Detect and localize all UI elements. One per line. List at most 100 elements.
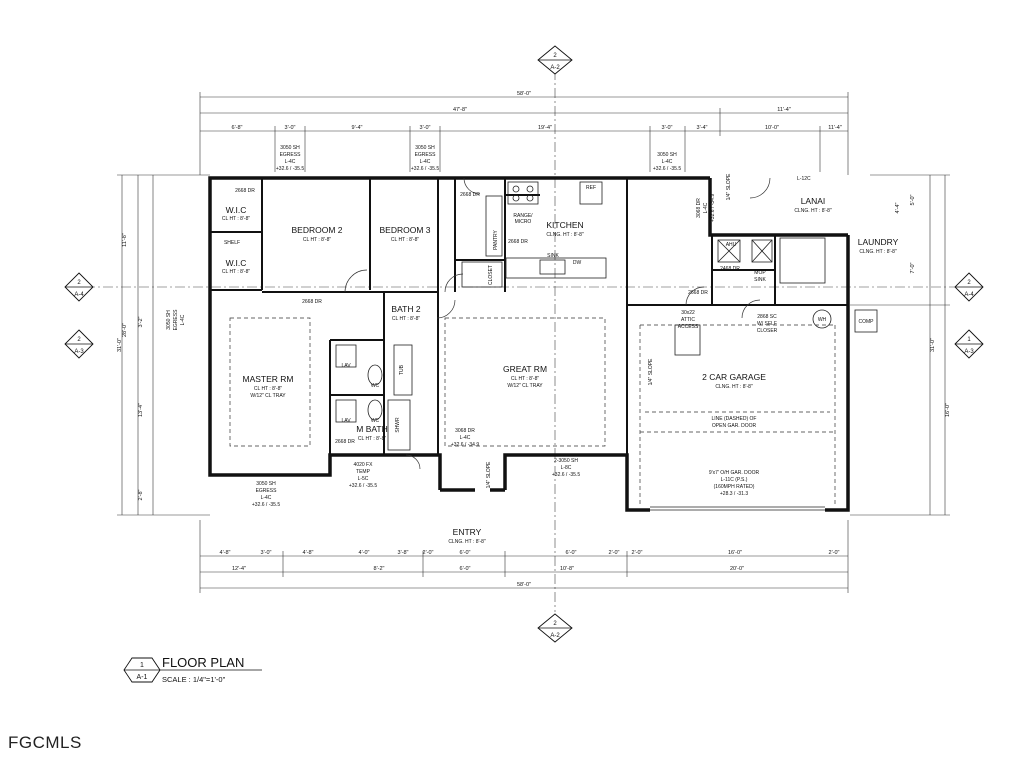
svg-text:L-4C: L-4C (460, 435, 471, 441)
dim-top-row: 19'-4" (538, 125, 552, 131)
tray-ceilings (229, 317, 836, 505)
room-laundry: LAUNDRY (858, 237, 899, 247)
room-garage-note: CLNG. HT : 8'-8" (715, 384, 753, 390)
dim-bottom-row1: 4'-0" (359, 550, 370, 556)
room-bath-2-note: CL HT : 8'-8" (392, 316, 421, 322)
window-tag-great: 2-3050 SH L-8C +32.6 / -35.5 (552, 458, 580, 478)
svg-text:1: 1 (967, 337, 971, 343)
room-wic-1: W.I.C (226, 205, 247, 215)
dim-top-row: 11'-4" (828, 125, 842, 131)
dim-bottom-row1: 4'-8" (220, 550, 231, 556)
dim-bottom-row1: 3'-8" (398, 550, 409, 556)
comp-label: COMP (859, 319, 875, 325)
svg-text:A-4: A-4 (74, 292, 84, 298)
sink-label: SINK (547, 253, 559, 259)
svg-text:A-2: A-2 (550, 65, 560, 71)
wc-label: WC (371, 418, 380, 424)
svg-text:+32.6 / -35.5: +32.6 / -35.5 (411, 166, 439, 172)
svg-text:2: 2 (77, 280, 81, 286)
ref-label: REF (586, 185, 596, 191)
shwr-label: SHWR (395, 417, 401, 433)
section-marker-right-a3: 1 A-3 (954, 329, 984, 359)
svg-text:30x22: 30x22 (681, 310, 695, 316)
drawing-scale: SCALE : 1/4"=1'-0" (162, 675, 226, 684)
dim-top-11: 11'-4" (777, 107, 791, 113)
room-entry-note: CLNG. HT : 8'-8" (448, 539, 486, 545)
dim-bottom-row2: 20'-0" (730, 566, 744, 572)
svg-text:+32.6 / -35.5: +32.6 / -35.5 (349, 483, 377, 489)
door-swings (344, 177, 771, 470)
svg-text:EGRESS: EGRESS (173, 309, 179, 331)
dim-bottom-row1: 3'-0" (261, 550, 272, 556)
dim-right: 7'-0" (910, 262, 916, 273)
dim-bottom-row1: 2'-0" (632, 550, 643, 556)
svg-text:A-3: A-3 (964, 349, 974, 355)
dim-top-row: 3'-0" (662, 125, 673, 131)
svg-text:+32.6 / -34.9: +32.6 / -34.9 (710, 194, 716, 222)
svg-text:L-4C: L-4C (420, 159, 431, 165)
room-bedroom-3: BEDROOM 3 (379, 225, 430, 235)
dim-left: 31'-0" (117, 338, 123, 352)
dim-right: 31'-0" (930, 338, 936, 352)
dim-top-row: 6'-8" (232, 125, 243, 131)
dim-bottom-row1: 4'-8" (303, 550, 314, 556)
dim-overall-bottom: 58'-0" (517, 582, 531, 588)
svg-text:A-4: A-4 (964, 292, 974, 298)
svg-text:EGRESS: EGRESS (256, 488, 278, 494)
misc-labels: RANGE/ MICRO REF SINK DW PANTRY CLOSET S… (224, 173, 874, 488)
dim-overall-top: 58'-0" (517, 91, 531, 97)
room-lanai-note: CLNG. HT : 8'-8" (794, 208, 832, 214)
dim-bottom-row2: 12'-4" (232, 566, 246, 572)
room-bedroom-2-note: CL HT : 8'-8" (303, 237, 332, 243)
garage-entry-door-note: 2868 SC W/ SELF CLOSER (757, 314, 778, 334)
room-entry: ENTRY (453, 527, 482, 537)
svg-text:L-5C: L-5C (358, 476, 369, 482)
svg-text:L-4C: L-4C (180, 314, 186, 325)
svg-text:2-3050 SH: 2-3050 SH (554, 458, 578, 464)
dim-top-row: 3'-0" (285, 125, 296, 131)
top-dimensions (199, 92, 849, 175)
room-great-note: CL HT : 8'-8" (511, 376, 540, 382)
room-wic-2: W.I.C (226, 258, 247, 268)
interior-walls (210, 178, 848, 455)
room-bath-2: BATH 2 (391, 304, 420, 314)
section-marker-left-a4: 2 A-4 (64, 272, 94, 302)
dim-top-row: 3'-0" (420, 125, 431, 131)
tub-label: TUB (399, 364, 405, 375)
door-2668-label: 2668 DR (460, 192, 480, 198)
room-master-note2: W/12" CL TRAY (250, 393, 286, 399)
svg-text:ACCESS: ACCESS (678, 324, 699, 330)
svg-text:3050 SH: 3050 SH (280, 145, 300, 151)
svg-text:2: 2 (553, 53, 557, 59)
window-tag-top-3: 3050 SH L-4C +32.6 / -35.5 (653, 152, 681, 172)
svg-text:3050 SH: 3050 SH (415, 145, 435, 151)
drawing-title-marker: 1 A-1 (123, 657, 161, 683)
room-garage: 2 CAR GARAGE (702, 372, 766, 382)
room-great-note2: W/12" CL TRAY (507, 383, 543, 389)
svg-text:2868 SC: 2868 SC (757, 314, 777, 320)
dim-bottom-row1: 2'-0" (423, 550, 434, 556)
left-dim-labels: 11'-8" 28'-0" 31'-0" 13'-4" 3'-2" 2'-8" (117, 233, 144, 500)
window-tag-fx: 4020 FX TEMP L-5C +32.6 / -35.5 (349, 462, 377, 489)
door-2668-label: 2668 DR (688, 290, 708, 296)
dim-top-row: 9'-4" (352, 125, 363, 131)
closet-label: CLOSET (488, 265, 494, 285)
lanai-door-note: 3068 DR L-4C +32.6 / -34.9 (696, 194, 716, 222)
svg-text:+32.6 / -35.5: +32.6 / -35.5 (252, 502, 280, 508)
dim-left: 13'-4" (138, 403, 144, 417)
svg-text:L-4C: L-4C (261, 495, 272, 501)
lanai-tag: L-12C (797, 176, 811, 182)
room-master: MASTER RM (243, 374, 294, 384)
range-label: MICRO (515, 219, 532, 225)
svg-text:CLOSER: CLOSER (757, 328, 778, 334)
dim-top-row: 3'-4" (697, 125, 708, 131)
room-lanai: LANAI (801, 196, 826, 206)
dim-bottom-row1: 6'-0" (460, 550, 471, 556)
dim-top-47: 47'-8" (453, 107, 467, 113)
svg-text:+32.6 / -35.5: +32.6 / -35.5 (653, 166, 681, 172)
door-2668-label: 2668 DR (302, 299, 322, 305)
room-wic-2-note: CL HT : 8'-8" (222, 269, 251, 275)
section-marker-bottom: 2 A-2 (537, 613, 573, 643)
drawing-number: 1 (140, 662, 144, 669)
